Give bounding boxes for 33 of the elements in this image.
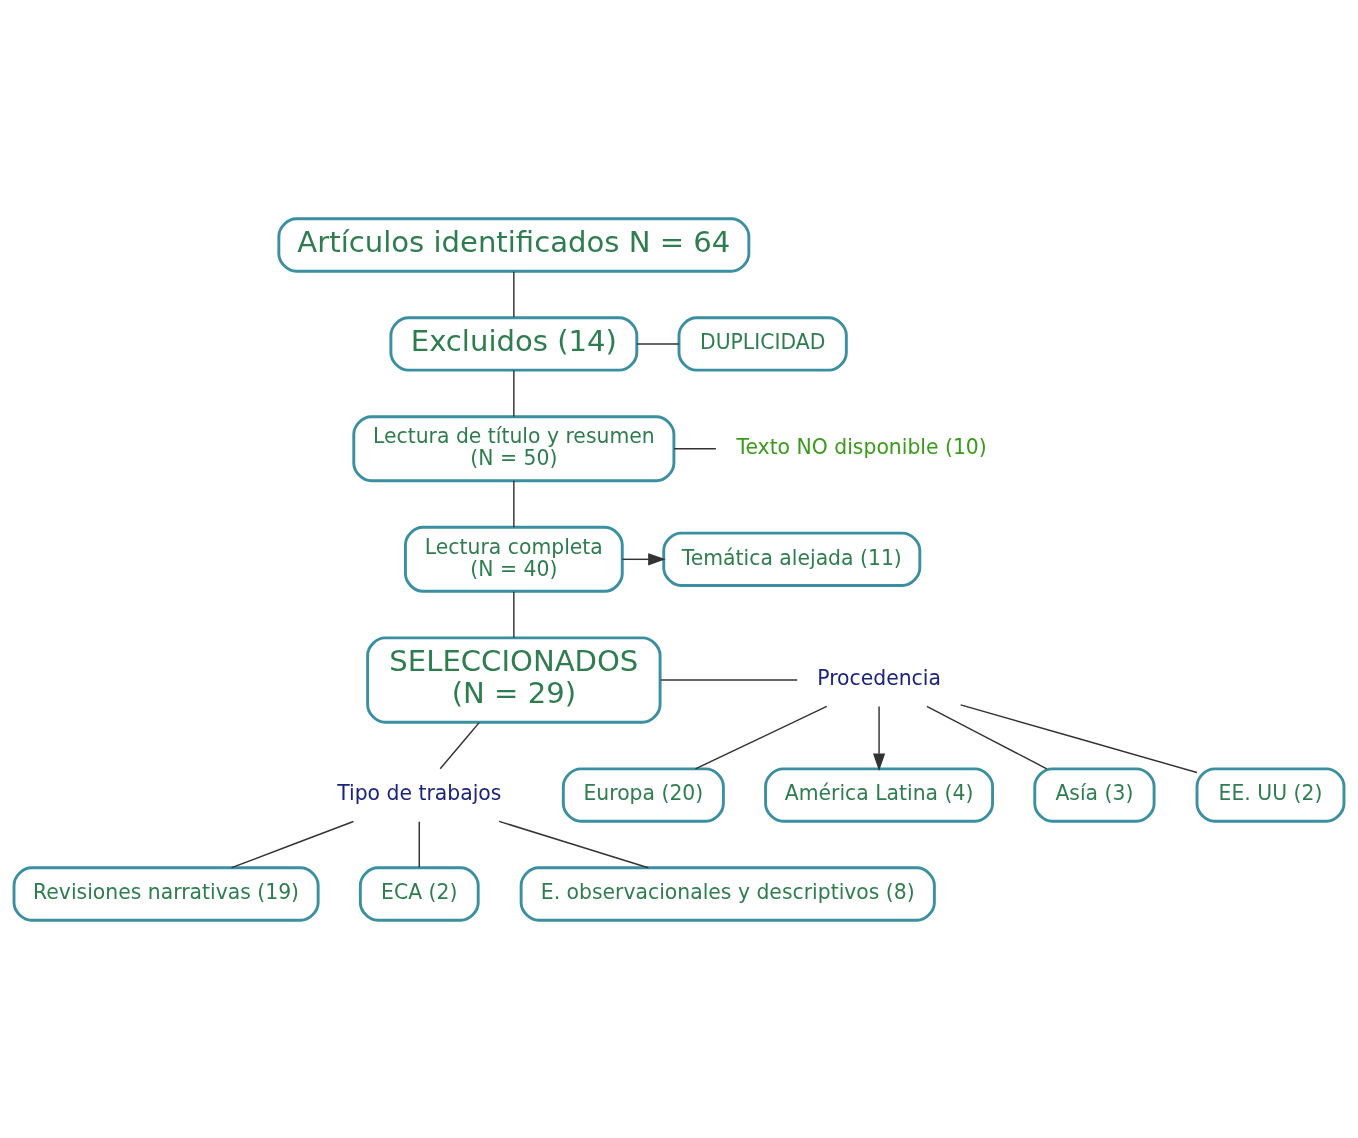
node-box: Lectura completa (N = 40) xyxy=(404,525,624,593)
node-box: Asía (3) xyxy=(1033,766,1156,823)
node-box: Revisiones narrativas (19) xyxy=(12,865,320,922)
connector xyxy=(513,270,515,318)
connector xyxy=(230,820,355,868)
connector xyxy=(513,369,515,417)
node-box: Temática alejada (11) xyxy=(662,531,922,587)
node-box: ECA (2) xyxy=(358,865,480,922)
connector xyxy=(636,342,680,345)
node-text: Procedencia xyxy=(817,665,941,690)
node-box: Lectura de título y resumen (N = 50) xyxy=(352,414,676,482)
node-box: E. observacionales y descriptivos (8) xyxy=(519,865,936,922)
connector xyxy=(498,820,649,868)
node-box: SELECCIONADOS (N = 29) xyxy=(366,635,662,724)
connector xyxy=(418,820,420,868)
connector xyxy=(513,479,515,528)
node-box: DUPLICIDAD xyxy=(677,315,848,372)
connector xyxy=(439,721,480,769)
node-text: Tipo de trabajos xyxy=(337,780,502,805)
connector xyxy=(926,705,1048,769)
node-box: Artículos identificados N = 64 xyxy=(277,216,751,273)
connector xyxy=(513,590,515,638)
node-box: Excluidos (14) xyxy=(389,315,639,372)
arrow xyxy=(621,552,666,565)
node-box: América Latina (4) xyxy=(764,766,995,823)
node-box: Europa (20) xyxy=(561,766,725,823)
node-text: Texto NO disponible (10) xyxy=(736,434,987,459)
connector xyxy=(673,447,717,449)
arrow xyxy=(872,705,886,771)
node-box: EE. UU (2) xyxy=(1195,766,1346,823)
connector xyxy=(660,678,798,681)
connector xyxy=(959,703,1198,773)
connector xyxy=(694,705,828,769)
